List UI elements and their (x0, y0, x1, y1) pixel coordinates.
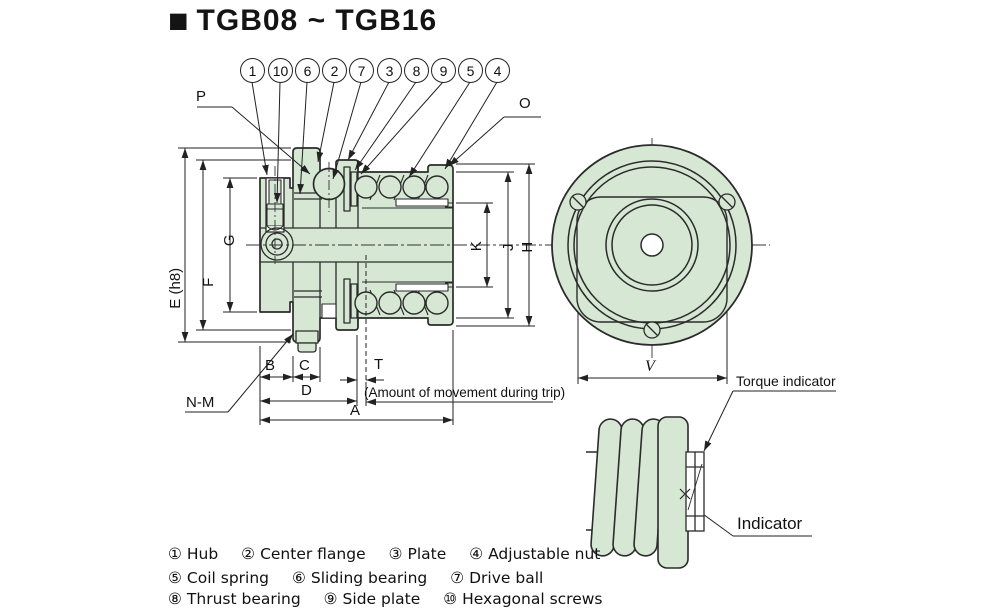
trip-note: (Amount of movement during trip) (364, 385, 566, 400)
coil-spring-section (354, 174, 449, 316)
torque-indicator-label: Torque indicator (736, 373, 836, 389)
flange-screws (569, 193, 736, 339)
dim-label-a: A (350, 402, 361, 419)
dim-label-o: O (519, 95, 531, 112)
callout-3: 3 (377, 58, 402, 83)
front-view (551, 144, 753, 346)
bore-rings (260, 227, 294, 261)
dim-label-f: F (199, 277, 217, 287)
dim-label-nm: N-M (186, 394, 215, 411)
dim-label-v: V (645, 358, 655, 375)
dim-label-c: C (299, 357, 310, 374)
nm-bolt (295, 330, 319, 353)
dim-label-p: P (196, 88, 207, 105)
cross-section-view (259, 147, 454, 353)
callout-5: 5 (458, 58, 483, 83)
coil-spring-detail (590, 418, 666, 557)
title-square-icon: ■ (168, 2, 189, 40)
dim-label-j: J (499, 243, 517, 252)
center-bore (640, 233, 664, 257)
indicator-detail-view (586, 416, 705, 569)
dim-label-h: H (518, 241, 536, 253)
callout-4: 4 (485, 58, 510, 83)
torque-indicator-nut (685, 451, 705, 532)
indicator-mark (679, 488, 691, 500)
callout-2: 2 (322, 58, 347, 83)
nut-gap-upper (395, 198, 449, 207)
dim-label-b: B (265, 357, 276, 374)
leader-lines (185, 81, 836, 537)
internal-lines (260, 164, 453, 326)
callout-6: 6 (295, 58, 320, 83)
nut-gap-lower (395, 283, 449, 292)
bearing-plates (343, 166, 358, 324)
page-title: ■ TGB08 ~ TGB16 (168, 4, 437, 38)
dim-label-d: D (301, 382, 312, 399)
indicator-label: Indicator (737, 514, 803, 533)
dim-label-e: E (h8) (166, 267, 184, 309)
dim-label-k: K (467, 241, 485, 252)
callout-7: 7 (349, 58, 374, 83)
dim-label-t: T (374, 356, 384, 373)
callout-8: 8 (404, 58, 429, 83)
dim-label-g: G (220, 234, 238, 247)
title-text: TGB08 ~ TGB16 (196, 4, 438, 37)
callout-9: 9 (431, 58, 456, 83)
callout-1: 1 (240, 58, 265, 83)
callout-10: 10 (268, 58, 293, 83)
lower-pocket-notch (321, 303, 337, 319)
